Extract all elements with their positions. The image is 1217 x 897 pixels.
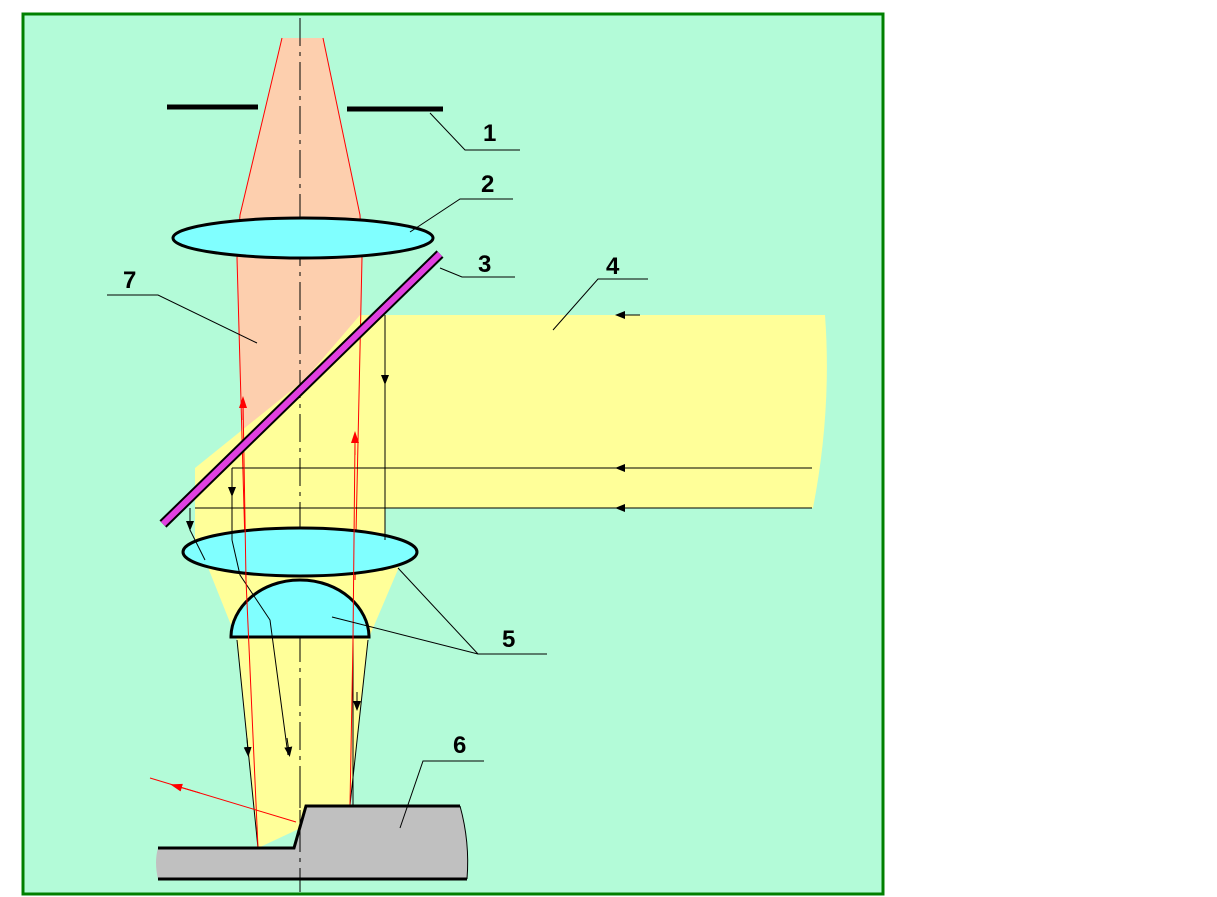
hemispherical-lens	[229, 578, 371, 639]
arrow-down-cone-mid	[284, 737, 293, 757]
label-1: 1	[483, 120, 496, 147]
label-4: 4	[606, 253, 620, 280]
label-3: 3	[478, 251, 491, 278]
illumination-beam-reflected	[195, 315, 385, 540]
label-2: 2	[481, 171, 494, 198]
label-7: 7	[123, 267, 136, 294]
label-5: 5	[502, 626, 515, 653]
specimen-right-edge	[459, 805, 469, 880]
leader-lines	[107, 112, 648, 829]
red-arrow-scatter	[170, 783, 201, 794]
specimen	[156, 806, 468, 879]
lens-2	[171, 216, 435, 260]
arrow-down-cone-left	[243, 737, 252, 757]
objective-lens	[181, 526, 419, 578]
label-6: 6	[453, 732, 466, 759]
beam-splitter	[160, 251, 443, 527]
